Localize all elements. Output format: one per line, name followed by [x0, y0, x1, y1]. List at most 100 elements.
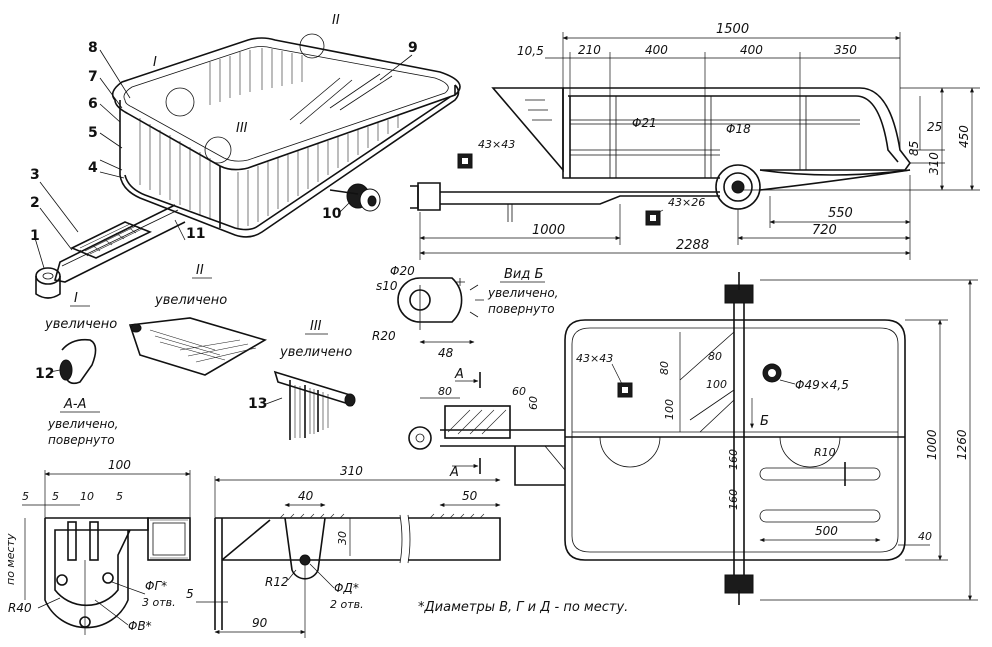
detail-1-mark: I [74, 291, 78, 306]
plan-mark-a-top: А [454, 367, 464, 382]
plan-dim-160-a: 160 [727, 449, 740, 470]
dim-2288: 2288 [676, 238, 709, 253]
aa-holes-3: 3 отв. [142, 596, 176, 609]
side-corrugation [139, 116, 399, 228]
aa-dim-phiG: ΦГ* [145, 579, 167, 593]
plan-dim-60-side: 60 [527, 396, 540, 410]
isometric-view [35, 37, 461, 299]
plan-dim-phi49: Φ49×4,5 [795, 378, 849, 392]
detail-3-mark: III [310, 319, 322, 334]
plan-dim-160-b: 160 [727, 489, 740, 510]
part-11: 11 [186, 226, 205, 242]
frame-detail: 310 40 30 50 R12 [186, 464, 501, 638]
frame-dim-30: 30 [336, 531, 349, 545]
plan-dim-r10: R10 [814, 446, 836, 459]
part-13: 13 [248, 396, 267, 412]
part-2: 2 [30, 195, 40, 211]
view-b-line1: увеличено, [487, 286, 559, 300]
plan-dim-100-h: 100 [706, 378, 727, 391]
section-aa-title: А-А [63, 397, 86, 412]
dim-1000-side: 1000 [532, 223, 565, 238]
plan-mark-b: Б [760, 414, 769, 429]
part-12: 12 [35, 366, 54, 382]
frame-dim-50: 50 [462, 489, 478, 503]
plan-dim-1260: 1260 [955, 429, 969, 460]
plan-dim-60-top: 60 [512, 385, 526, 398]
dim-phi20: Φ20 [390, 264, 415, 278]
plan-dim-500: 500 [815, 524, 838, 538]
frame-dim-90: 90 [252, 616, 268, 630]
aa-dim-10: 10 [80, 490, 94, 503]
aa-dim-100: 100 [108, 458, 131, 472]
part-4: 4 [88, 160, 98, 176]
part-6: 6 [88, 96, 98, 112]
frame-holes-2: 2 отв. [330, 598, 364, 611]
section-aa-line2: повернуто [48, 433, 115, 447]
dim-25: 25 [927, 120, 942, 134]
plan-dim-40: 40 [918, 530, 932, 543]
dim-450: 450 [957, 125, 971, 148]
frame-dim-5: 5 [186, 587, 194, 601]
plan-mark-a-bottom: А [449, 465, 459, 480]
side-view [410, 87, 911, 226]
frame-dim-40: 40 [298, 489, 314, 503]
dim-phi21: Φ21 [632, 116, 657, 130]
dim-210: 210 [578, 43, 601, 57]
dim-350: 350 [834, 43, 857, 57]
dim-400-a: 400 [645, 43, 668, 57]
part-9: 9 [408, 40, 418, 56]
dim-sq-43x26: 43×26 [668, 196, 705, 209]
section-aa-line1: увеличено, [47, 417, 119, 431]
dim-400-b: 400 [740, 43, 763, 57]
mesh-plate [79, 223, 143, 257]
plan-view [408, 272, 906, 605]
detail-mark-2: II [332, 13, 340, 28]
part-3: 3 [30, 167, 40, 183]
aa-dim-r40: R40 [8, 601, 32, 615]
part-5: 5 [88, 125, 98, 141]
side-view-dimensions: 1500 10,5 210 400 400 350 Φ21 Φ18 43×43 … [419, 22, 980, 260]
detail-3-caption: увеличено [279, 345, 352, 360]
dim-r20: R20 [372, 329, 396, 343]
bracket-view-b: Φ20 s10 R20 48 Вид Б увеличено, повернут… [372, 264, 559, 360]
detail-2-mark: II [196, 263, 204, 278]
dim-s10: s10 [376, 279, 398, 293]
frame-dim-310: 310 [340, 464, 363, 478]
part-1: 1 [30, 228, 40, 244]
dim-sq-43x43: 43×43 [478, 138, 515, 151]
footnote: *Диаметры В, Г и Д - по месту. [418, 600, 628, 615]
dim-phi18: Φ18 [726, 122, 751, 136]
view-b-title: Вид Б [504, 267, 543, 282]
detail-mark-3: III [236, 121, 248, 136]
view-b-line2: повернуто [488, 302, 555, 316]
section-a-a: А-А увеличено, повернуто 100 5 5 10 5 по… [4, 397, 191, 635]
detail-1-caption: увеличено [44, 317, 117, 332]
aa-in-place: по месту [4, 533, 17, 585]
detail-markers: I II III [153, 13, 340, 164]
frame-dim-phiD: ΦД* [334, 581, 359, 595]
frame-dim-r12: R12 [265, 575, 289, 589]
plan-dim-1000: 1000 [925, 429, 939, 460]
dim-550: 550 [828, 206, 853, 221]
aa-dim-5-right: 5 [116, 490, 123, 503]
dim-1500: 1500 [716, 22, 749, 37]
detail-mark-1: I [153, 55, 157, 70]
part-callouts: 8 7 6 5 4 3 2 1 9 10 11 [30, 40, 418, 269]
detail-2-caption: увеличено [154, 293, 227, 308]
dim-85: 85 [907, 141, 921, 156]
dim-310: 310 [927, 152, 941, 175]
part-10: 10 [322, 206, 342, 222]
aa-dim-phiV: ΦВ* [128, 619, 152, 633]
plan-dim-100-v: 100 [663, 399, 676, 420]
plan-dim-80-box: 80 [708, 350, 722, 363]
dim-10-5: 10,5 [517, 44, 544, 58]
plan-dim-80-vert: 80 [658, 361, 671, 375]
plan-dimensions: 43×43 80 60 60 80 80 100 100 Φ49×4,5 Б А… [420, 279, 978, 601]
part-8: 8 [88, 40, 98, 56]
part-7: 7 [88, 69, 98, 85]
plan-sq-43x43: 43×43 [576, 352, 613, 365]
plan-dim-80-left: 80 [438, 385, 452, 398]
dim-48: 48 [438, 346, 454, 360]
aa-dim-5-mid: 5 [52, 490, 59, 503]
